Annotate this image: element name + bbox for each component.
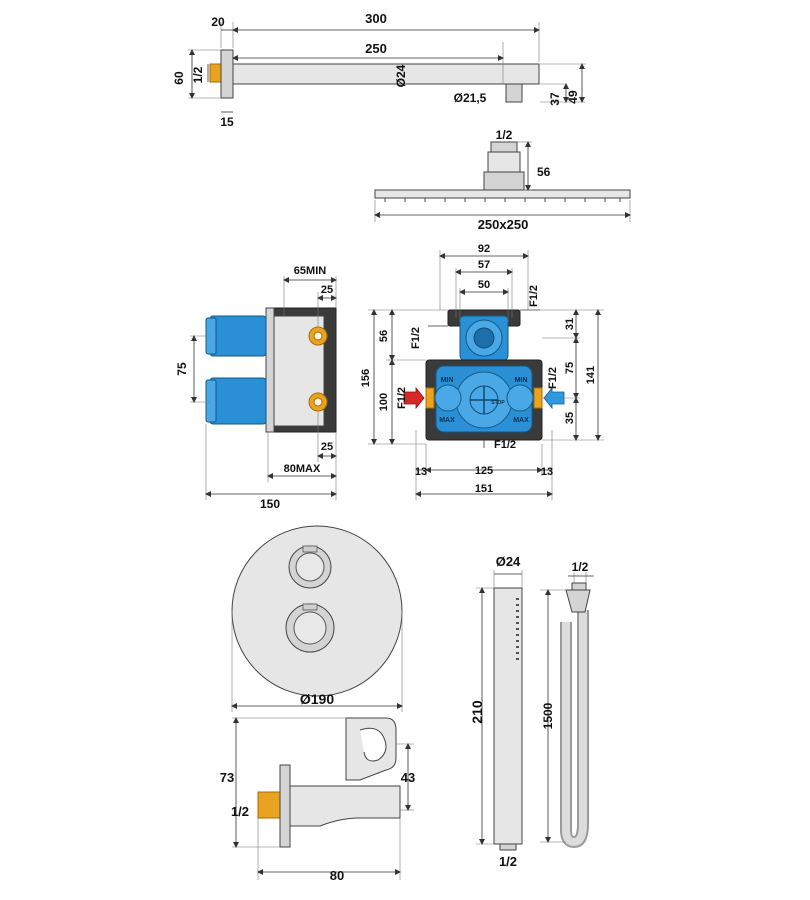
hand-shower-connector (499, 843, 517, 851)
side-cartridge-bottom-cap (205, 379, 217, 423)
label-arm-outlet: Ø21,5 (454, 91, 487, 105)
label-front-156: 156 (360, 369, 372, 387)
label-front-f12-right: F1/2 (547, 367, 559, 389)
label-side-75: 75 (175, 362, 189, 376)
side-wall-plate (265, 307, 275, 433)
label-head-size: 250x250 (478, 217, 529, 232)
head-ball-joint (483, 171, 525, 191)
front-left-port (434, 384, 462, 412)
label-front-100: 100 (378, 393, 390, 411)
label-hand-thread: 1/2 (499, 854, 517, 869)
label-side-65min: 65MIN (294, 265, 326, 277)
label-arm-20: 20 (211, 15, 225, 29)
hot-inlet-arrow (403, 386, 425, 410)
label-hose-thread: 1/2 (572, 560, 589, 574)
label-head-thread: 1/2 (496, 128, 513, 142)
label-hose-1500: 1500 (541, 702, 555, 729)
outlet-thread (257, 791, 281, 819)
label-front-31: 31 (564, 318, 576, 330)
label-front-f12-in-left: F1/2 (396, 387, 408, 409)
label-front-75: 75 (564, 362, 576, 374)
label-arm-60: 60 (172, 71, 186, 85)
label-outlet-73: 73 (220, 770, 234, 785)
front-inlet-right (533, 387, 543, 409)
label-side-150: 150 (260, 497, 280, 511)
label-arm-37: 37 (548, 92, 562, 106)
label-arm-thread: 1/2 (191, 66, 205, 83)
hand-shower-view: Ø24 210 1/2 (469, 554, 523, 869)
head-plate (374, 189, 631, 199)
front-inlet-left (425, 387, 435, 409)
label-head-56: 56 (537, 165, 551, 179)
label-arm-250: 250 (365, 41, 387, 56)
label-max-left: MAX (439, 417, 455, 424)
hose-cone-fitting (565, 589, 591, 613)
shower-arm-view: 300 20 250 60 1/2 Ø24 15 Ø21,5 37 49 (172, 11, 586, 129)
arm-thread-stub (209, 63, 222, 83)
arm-tube (232, 63, 540, 85)
label-side-25-top: 25 (321, 284, 333, 296)
label-front-13-left: 13 (415, 466, 427, 478)
label-front-56: 56 (378, 330, 390, 342)
hose-nut (571, 582, 587, 591)
outlet-body (289, 785, 401, 827)
label-outlet-80: 80 (330, 868, 344, 883)
label-side-80max: 80MAX (284, 463, 321, 475)
label-outlet-43: 43 (401, 770, 415, 785)
label-outlet-thread: 1/2 (231, 804, 249, 819)
label-front-151: 151 (475, 483, 493, 495)
head-nozzles (384, 198, 621, 202)
label-front-f12-bottom: F1/2 (494, 439, 516, 451)
arm-outlet-nozzle (505, 83, 523, 103)
shower-head-view: 1/2 56 250x250 (374, 128, 631, 232)
outlet-wall-plate (279, 764, 291, 848)
label-front-13-right: 13 (541, 466, 553, 478)
label-front-141: 141 (585, 366, 597, 384)
label-front-57: 57 (478, 259, 490, 271)
label-arm-diameter: Ø24 (394, 64, 408, 87)
label-arm-49: 49 (566, 90, 580, 104)
label-max-right: MAX (513, 417, 529, 424)
head-connector-neck (487, 151, 521, 173)
side-cartridge-top (209, 315, 267, 357)
arm-wall-flange (220, 49, 234, 99)
front-right-port (506, 384, 534, 412)
label-hand-diameter: Ø24 (496, 554, 521, 569)
hand-shower-nozzles (516, 598, 519, 660)
label-min-left: MIN (441, 377, 454, 384)
label-front-f12-top: F1/2 (528, 285, 540, 307)
head-connector-top (490, 141, 518, 153)
trim-plate-view: Ø190 (231, 525, 403, 712)
label-trim-diameter: Ø190 (300, 691, 334, 707)
wall-outlet-view: 73 43 1/2 80 (220, 717, 415, 883)
label-hand-210: 210 (469, 700, 485, 724)
label-front-92: 92 (478, 243, 490, 255)
side-cartridge-bottom (209, 377, 267, 425)
label-arm-300: 300 (365, 11, 387, 26)
label-front-f12-left: F1/2 (410, 327, 422, 349)
hose-view: 1/2 1500 (540, 560, 594, 849)
valve-front-view: MIN MIN MAX MAX STOP (360, 243, 604, 500)
label-front-125: 125 (475, 465, 493, 477)
label-front-35: 35 (564, 412, 576, 424)
hand-shower-body (493, 587, 523, 845)
label-side-25-bottom: 25 (321, 441, 333, 453)
label-arm-15: 15 (220, 115, 234, 129)
label-front-50: 50 (478, 279, 490, 291)
label-stop: STOP (491, 400, 505, 406)
label-min-right: MIN (515, 377, 528, 384)
valve-side-view: 65MIN 25 75 25 80MAX 150 (175, 265, 337, 511)
